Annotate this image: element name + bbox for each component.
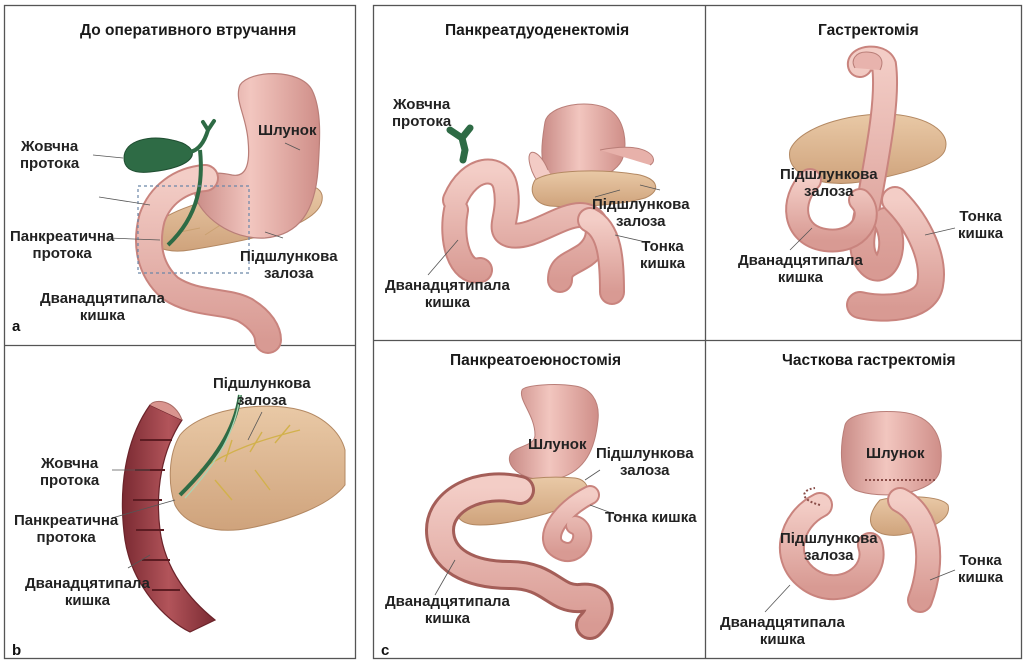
panel-a-stomach-label: Шлунок [258,122,316,139]
whipple-duodenum-label: Дванадцятипала кишка [385,277,510,311]
panel-b-duodenum-label: Дванадцятипала кишка [25,575,150,609]
gastrectomy-small-intestine-label: Тонка кишка [958,208,1003,242]
partial-gastrectomy-title: Часткова гастректомія [782,352,956,370]
panel-a-pancreatic-duct-label: Панкреатична протока [10,228,114,262]
pancreatojejunostomy-pancreas-label: Підшлункова залоза [596,445,694,479]
panel-a-pancreas-label: Підшлункова залоза [240,248,338,282]
partial-gastrectomy-duodenum-label: Дванадцятипала кишка [720,614,845,648]
panel-b-letter: b [12,642,21,659]
whipple-small-intestine-label: Тонка кишка [640,238,685,272]
whipple-title: Панкреатдуоденектомія [445,22,629,40]
panel-a-bile-duct-label: Жовчна протока [20,138,79,172]
panel-a-title: До оперативного втручання [80,22,296,40]
partial-gastrectomy-small-intestine-label: Тонка кишка [958,552,1003,586]
gastrectomy-pancreas-label: Підшлункова залоза [780,166,878,200]
panel-b-bile-duct-label: Жовчна протока [40,455,99,489]
panel-a-letter: a [12,318,20,335]
pancreatojejunostomy-small-intestine-label: Тонка кишка [605,509,697,526]
pancreatojejunostomy-stomach-label: Шлунок [528,436,586,453]
whipple-bile-duct-label: Жовчна протока [392,96,451,130]
panel-b-pancreas-label: Підшлункова залоза [213,375,311,409]
partial-gastrectomy-illustration [765,412,955,612]
partial-gastrectomy-stomach-label: Шлунок [866,445,924,462]
pancreatojejunostomy-duodenum-label: Дванадцятипала кишка [385,593,510,627]
panel-b-pancreatic-duct-label: Панкреатична протока [14,512,118,546]
panel-c-letter: c [381,642,389,659]
whipple-pancreas-label: Підшлункова залоза [592,196,690,230]
pancreatojejunostomy-illustration [435,385,625,625]
pancreatojejunostomy-title: Панкреатоеюностомія [450,352,621,370]
partial-gastrectomy-pancreas-label: Підшлункова залоза [780,530,878,564]
gastrectomy-title: Гастректомія [818,22,919,40]
gastrectomy-duodenum-label: Дванадцятипала кишка [738,252,863,286]
panel-a-duodenum-label: Дванадцятипала кишка [40,290,165,324]
